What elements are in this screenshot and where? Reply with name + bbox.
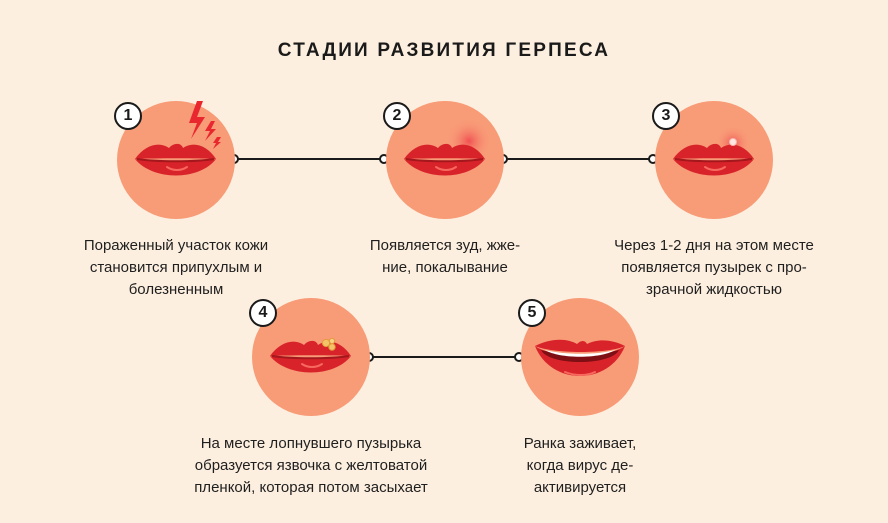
page-title: СТАДИИ РАЗВИТИЯ ГЕРПЕСА xyxy=(277,40,611,61)
stage-5-caption: Ранка заживает, когда вирус де- активиру… xyxy=(455,433,705,499)
caption-line: образуется язвочка с желтоватой xyxy=(194,457,428,474)
stage-1-illustration xyxy=(117,101,235,219)
connector-2-3 xyxy=(505,158,653,160)
lips-blister-icon xyxy=(673,126,754,176)
lips-smile-icon xyxy=(535,339,625,376)
stage-5-illustration xyxy=(521,298,639,416)
lips-redness-icon xyxy=(404,119,491,176)
caption-line: Через 1-2 дня на этом месте xyxy=(614,237,814,254)
stage-3-caption: Через 1-2 дня на этом месте появляется п… xyxy=(574,235,854,301)
caption-line: активируется xyxy=(533,479,627,496)
stage-number-badge: 1 xyxy=(114,102,142,130)
caption-line: На месте лопнувшего пузырька xyxy=(200,435,422,452)
stage-2-illustration xyxy=(386,101,504,219)
caption-line: Ранка заживает, xyxy=(523,435,637,452)
connector-1-2 xyxy=(236,158,384,160)
stage-1: 1 xyxy=(114,101,235,219)
stage-number-badge: 4 xyxy=(249,299,277,327)
stage-circle xyxy=(252,298,370,416)
caption-line: становится припухлым и xyxy=(89,259,263,276)
stage-4-illustration xyxy=(252,298,370,416)
caption-line: зрачной жидкостью xyxy=(646,281,782,298)
stage-4: 4 xyxy=(249,298,370,416)
stage-1-caption: Пораженный участок кожи становится припу… xyxy=(36,235,316,301)
stage-5: 5 xyxy=(518,298,639,416)
caption-line: болезненным xyxy=(128,281,224,298)
caption-line: пленкой, которая потом засыхает xyxy=(194,479,428,496)
connector-4-5 xyxy=(371,356,519,358)
caption-line: когда вирус де- xyxy=(526,457,634,474)
caption-line: Появляется зуд, жже- xyxy=(369,237,521,254)
stage-3-illustration xyxy=(655,101,773,219)
stage-2-caption: Появляется зуд, жже- ние, покалывание xyxy=(305,235,585,279)
stage-4-caption: На месте лопнувшего пузырька образуется … xyxy=(156,433,466,499)
stage-number-badge: 3 xyxy=(652,102,680,130)
stage-2: 2 xyxy=(383,101,504,219)
caption-line: появляется пузырек с про- xyxy=(621,259,807,276)
caption-line: ние, покалывание xyxy=(382,259,508,276)
stage-3: 3 xyxy=(652,101,773,219)
stage-number-badge: 5 xyxy=(518,299,546,327)
lips-sore-icon xyxy=(270,337,351,373)
caption-line: Пораженный участок кожи xyxy=(83,237,269,254)
lips-lightning-icon xyxy=(135,101,221,176)
stage-number-badge: 2 xyxy=(383,102,411,130)
